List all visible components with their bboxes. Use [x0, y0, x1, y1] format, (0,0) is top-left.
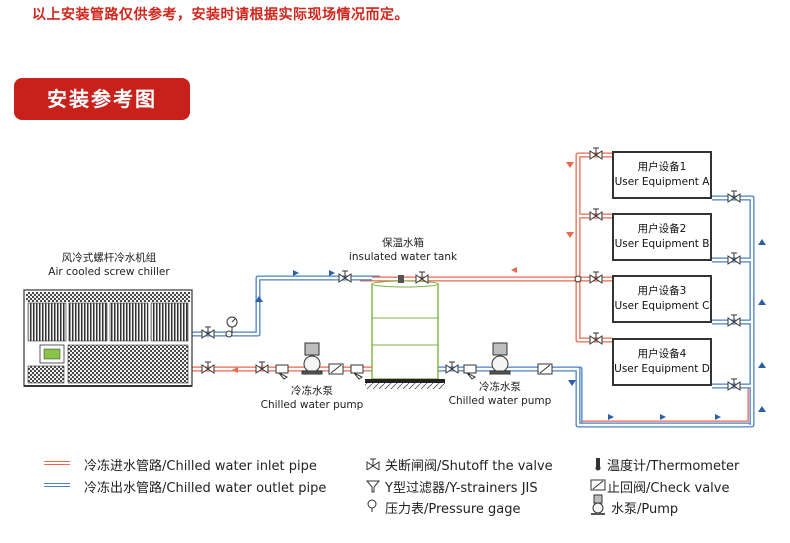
- chiller-name-en: Air cooled screw chiller: [48, 266, 170, 278]
- legend-check: 止回阀/Check valve: [607, 481, 730, 496]
- legend-outlet-line-icon: [44, 483, 70, 487]
- equipment-1-cn: 用户设备1: [637, 161, 687, 173]
- pump-right-name-en: Chilled water pump: [448, 395, 552, 407]
- legend-strainer: Y型过滤器/Y-strainers JIS: [385, 481, 538, 496]
- legend-pump: 水泵/Pump: [611, 502, 679, 517]
- chiller-unit: [23, 289, 193, 387]
- user-equipment-4: 用户设备4 User Equipment D: [612, 338, 712, 386]
- pump-left-label: 冷冻水泵 Chilled water pump: [252, 384, 372, 412]
- insulated-tank: [365, 275, 445, 389]
- pump-icon: [591, 494, 605, 515]
- equipment-1-en: User Equipment A: [614, 176, 710, 188]
- pressure-gauge: [226, 316, 238, 334]
- pressure-gauge-icon: [367, 499, 377, 512]
- pump-right-name-cn: 冷冻水泵: [479, 381, 521, 393]
- tank-name-en: insulated water tank: [348, 251, 458, 263]
- legend-inlet: 冷冻进水管路/Chilled water inlet pipe: [84, 459, 317, 474]
- legend-thermometer: 温度计/Thermometer: [607, 459, 740, 474]
- equipment-3-cn: 用户设备3: [637, 285, 687, 297]
- equipment-4-en: User Equipment D: [614, 363, 710, 375]
- user-equipment-2: 用户设备2 User Equipment B: [612, 213, 712, 261]
- legend-shutoff: 关断闸阀/Shutoff the valve: [385, 459, 553, 474]
- user-equipment-1: 用户设备1 User Equipment A: [612, 151, 712, 199]
- pump-left-name-en: Chilled water pump: [260, 399, 364, 411]
- check-valves: [328, 363, 553, 375]
- tank-name-cn: 保温水箱: [382, 237, 424, 249]
- user-equipment-3: 用户设备3 User Equipment C: [612, 275, 712, 323]
- legend-gauge: 压力表/Pressure gage: [385, 502, 521, 517]
- flow-arrows: [232, 162, 766, 420]
- equipment-2-cn: 用户设备2: [637, 223, 687, 235]
- chiller-name-cn: 风冷式螺杆冷水机组: [61, 252, 157, 264]
- equipment-4-cn: 用户设备4: [637, 348, 687, 360]
- shutoff-valves: [201, 147, 741, 391]
- shutoff-valve-icon: [366, 458, 380, 470]
- notice-text: 以上安装管路仅供参考，安装时请根据实际现场情况而定。: [32, 7, 409, 23]
- pump-right-label: 冷冻水泵 Chilled water pump: [440, 380, 560, 408]
- equipment-3-en: User Equipment C: [614, 300, 710, 312]
- legend-outlet: 冷冻出水管路/Chilled water outlet pipe: [84, 481, 327, 496]
- tank-label: 保温水箱 insulated water tank: [338, 236, 468, 264]
- thermometer-icon: [595, 458, 601, 471]
- legend-inlet-line-icon: [44, 461, 70, 465]
- y-strainer-icon: [365, 480, 381, 493]
- chiller-label: 风冷式螺杆冷水机组 Air cooled screw chiller: [32, 251, 186, 279]
- y-strainers: [275, 364, 477, 380]
- check-valve-icon: [590, 479, 606, 491]
- section-title: 安装参考图: [14, 78, 190, 120]
- pumps: [301, 342, 511, 375]
- equipment-2-en: User Equipment B: [614, 238, 710, 250]
- pump-left-name-cn: 冷冻水泵: [291, 385, 333, 397]
